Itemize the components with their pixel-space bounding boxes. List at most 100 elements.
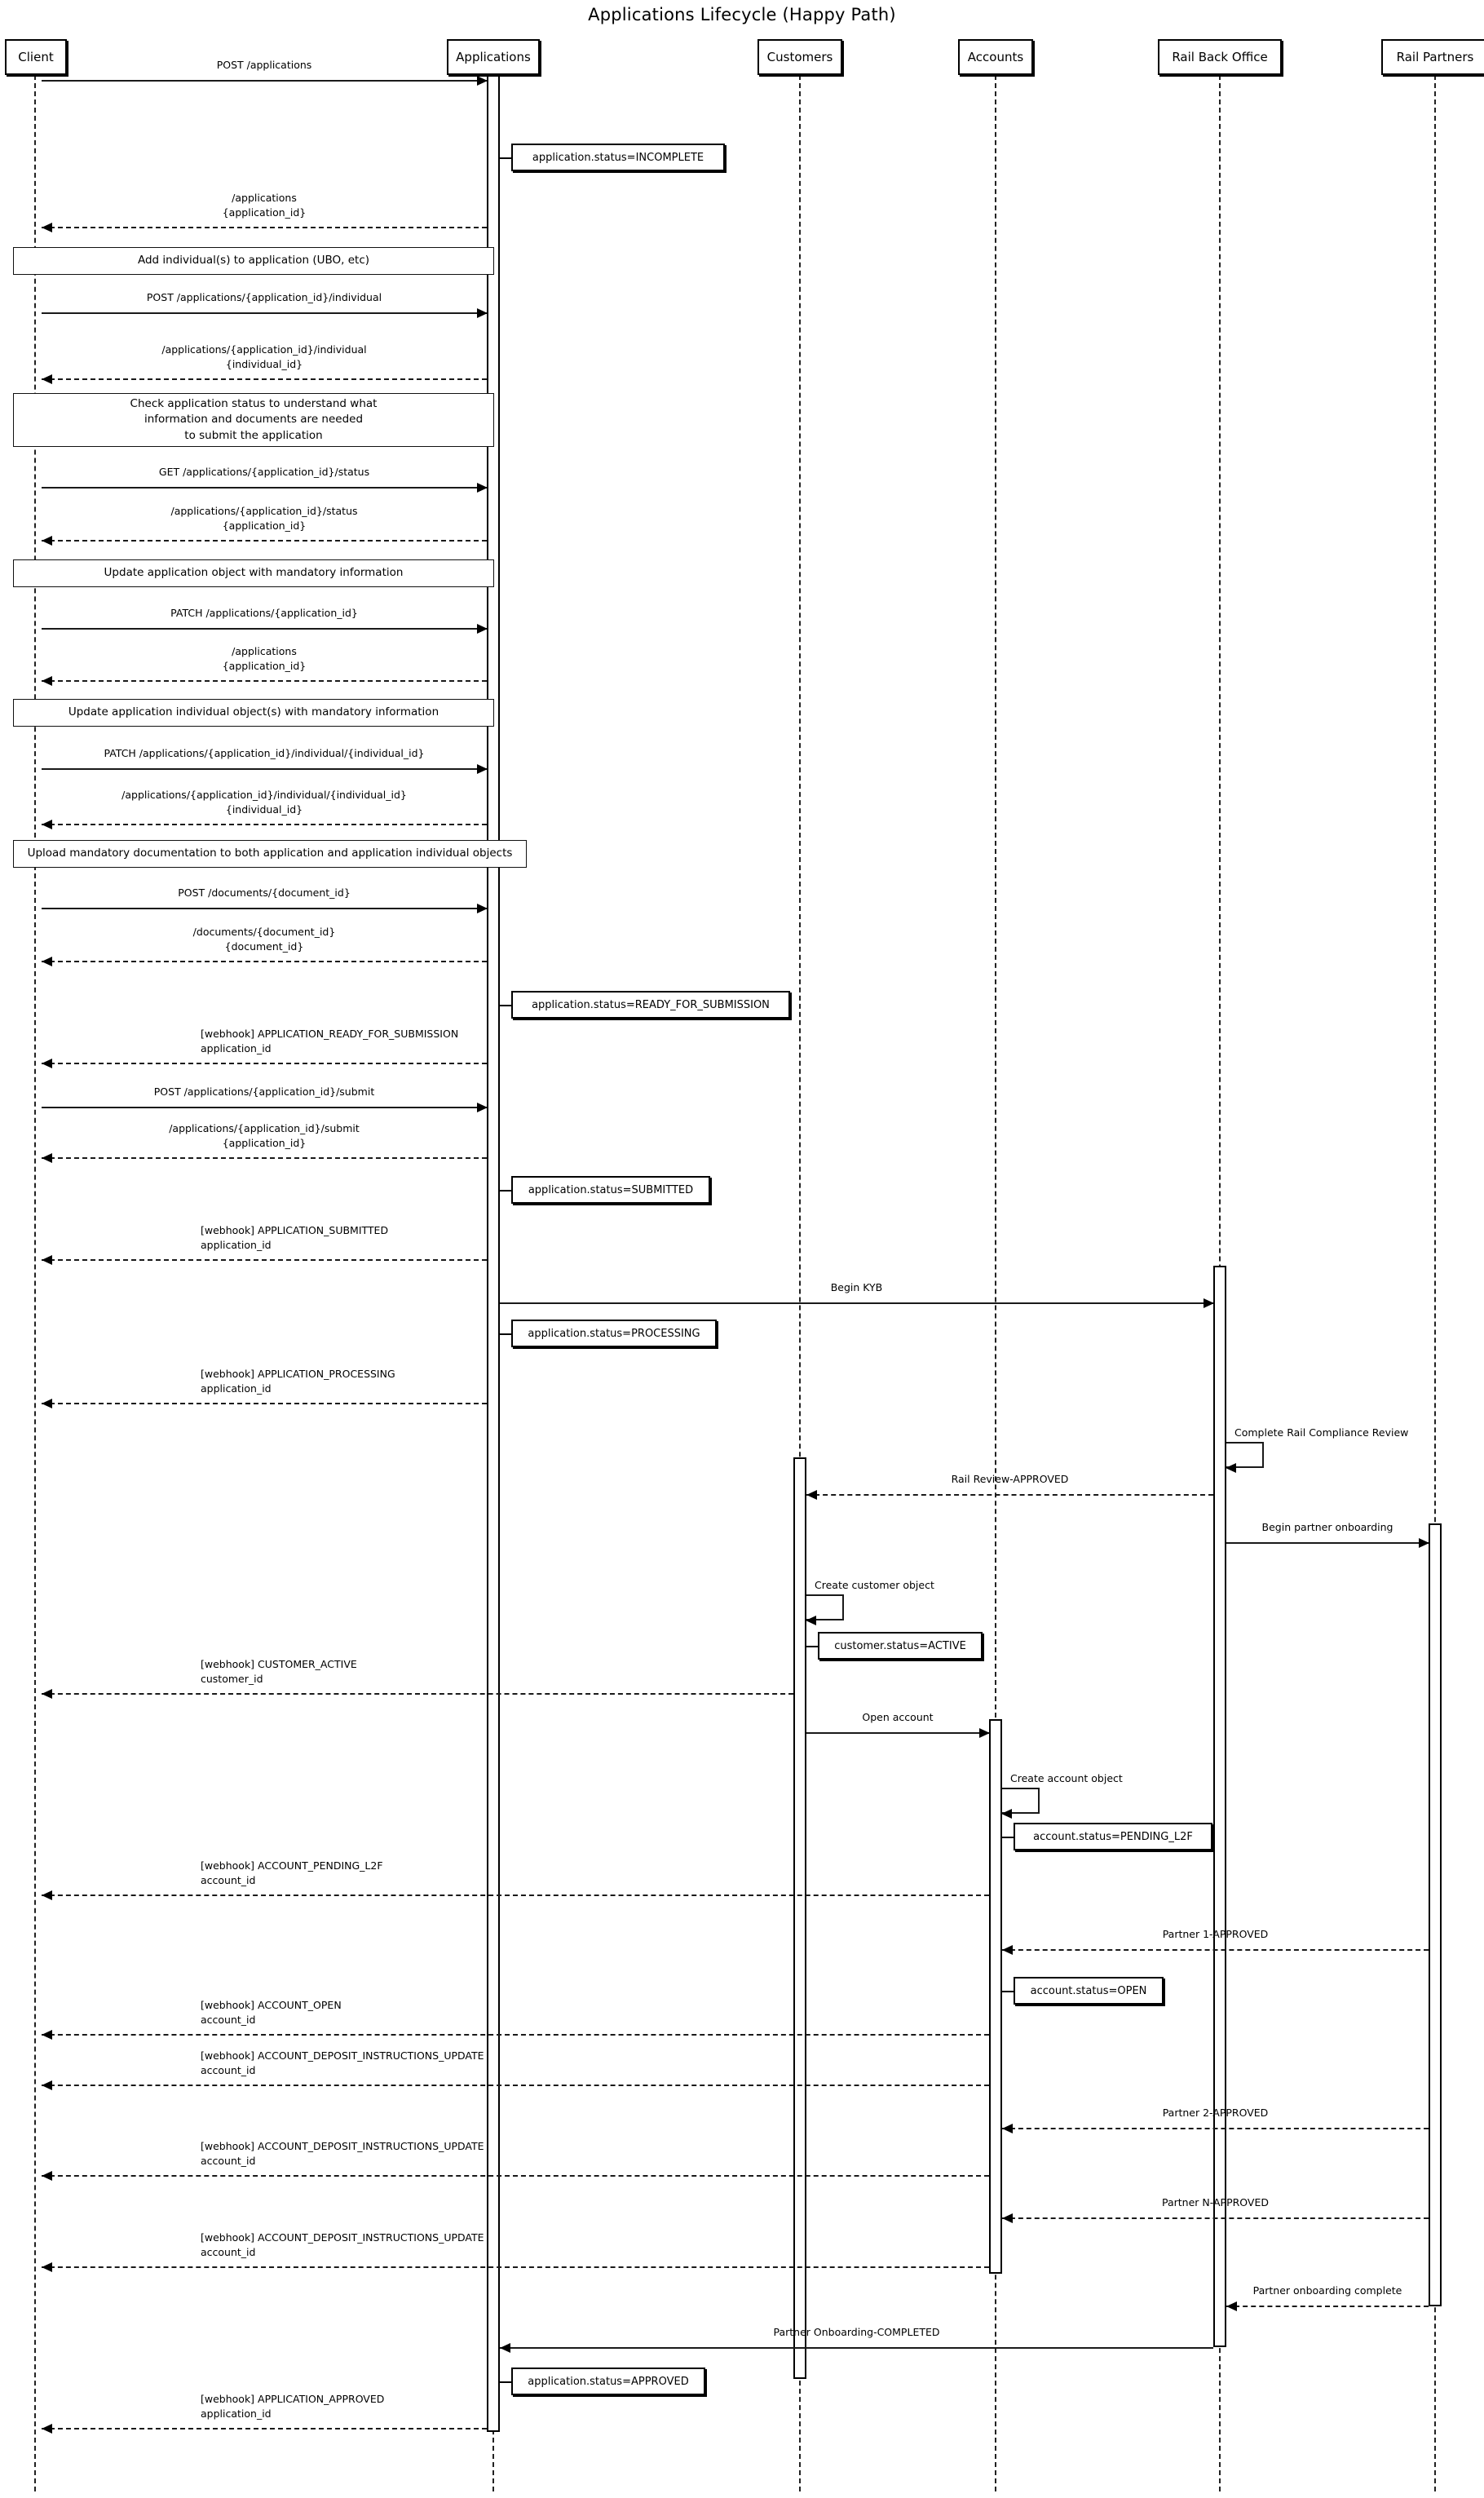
activation-bar-accounts	[989, 1719, 1002, 2274]
note-stem-n8	[500, 2381, 511, 2383]
message-line-m16	[42, 1259, 487, 1261]
message-label-m25: Create account object	[1010, 1772, 1123, 1784]
message-line-m10	[42, 824, 487, 825]
lifeline-accounts	[995, 75, 996, 2491]
self-message-m19	[1226, 1442, 1264, 1468]
message-line-m18	[42, 1403, 487, 1404]
participant-client[interactable]: Client	[5, 39, 67, 75]
participant-customers[interactable]: Customers	[757, 39, 842, 75]
participant-label: Rail Partners	[1396, 50, 1474, 64]
arrowhead-m23	[42, 1689, 52, 1699]
activation-bar-railback	[1213, 1266, 1226, 2347]
message-line-m6	[42, 540, 487, 542]
note-stem-n3	[500, 1190, 511, 1192]
banner-note-b1: Add individual(s) to application (UBO, e…	[13, 247, 494, 275]
message-label-m29: [webhook] ACCOUNT_DEPOSIT_INSTRUCTIONS_U…	[201, 2049, 484, 2076]
banner-note-b4: Update application individual object(s) …	[13, 699, 494, 727]
status-note-n2: application.status=READY_FOR_SUBMISSION	[511, 991, 790, 1019]
arrowhead-m7	[477, 624, 488, 634]
message-line-m1	[42, 80, 487, 82]
message-label-m17: Begin KYB	[830, 1281, 883, 1293]
arrowhead-m32	[1002, 2213, 1013, 2223]
message-label-m6: /applications/{application_id}/status {a…	[170, 505, 358, 532]
message-label-m16: [webhook] APPLICATION_SUBMITTED applicat…	[201, 1224, 389, 1251]
banner-note-b2: Check application status to understand w…	[13, 393, 494, 447]
participant-label: Applications	[456, 50, 531, 64]
arrowhead-m20	[806, 1490, 817, 1500]
note-stem-n7	[1002, 1991, 1014, 1992]
arrowhead-m24	[979, 1728, 990, 1738]
message-label-m28: [webhook] ACCOUNT_OPEN account_id	[201, 1999, 342, 2026]
message-label-m34: Partner onboarding complete	[1252, 2284, 1402, 2297]
status-note-n1: application.status=INCOMPLETE	[511, 144, 725, 171]
note-stem-n5	[806, 1646, 818, 1647]
message-line-m14	[42, 1107, 487, 1108]
page-title: Applications Lifecycle (Happy Path)	[588, 5, 896, 24]
message-label-m24: Open account	[862, 1711, 934, 1723]
arrowhead-m11	[477, 904, 488, 913]
message-label-m2: /applications {application_id}	[222, 192, 307, 219]
message-label-m35: Partner Onboarding-COMPLETED	[773, 2326, 940, 2338]
message-label-m30: Partner 2-APPROVED	[1162, 2107, 1269, 2119]
banner-note-b5: Upload mandatory documentation to both a…	[13, 840, 527, 868]
arrowhead-m4	[42, 374, 52, 384]
participant-railpart[interactable]: Rail Partners	[1381, 39, 1484, 75]
message-line-m27	[1002, 1949, 1429, 1951]
message-line-m2	[42, 227, 487, 228]
message-label-m19: Complete Rail Compliance Review	[1234, 1426, 1409, 1439]
self-message-m25	[1002, 1788, 1040, 1814]
note-stem-n4	[500, 1333, 511, 1335]
message-label-m26: [webhook] ACCOUNT_PENDING_L2F account_id	[201, 1859, 383, 1886]
arrowhead-m1	[477, 76, 488, 86]
message-line-m7	[42, 628, 487, 630]
arrowhead-m25	[1001, 1809, 1012, 1819]
status-note-n3: application.status=SUBMITTED	[511, 1176, 710, 1204]
message-line-m4	[42, 378, 487, 380]
message-line-m36	[42, 2428, 487, 2429]
arrowhead-m17	[1204, 1298, 1214, 1308]
activation-bar-railpart	[1429, 1523, 1442, 2306]
message-line-m24	[806, 1732, 989, 1734]
arrowhead-m9	[477, 764, 488, 774]
arrowhead-m14	[477, 1103, 488, 1112]
message-label-m8: /applications {application_id}	[222, 645, 307, 672]
participant-applications[interactable]: Applications	[447, 39, 540, 75]
participant-accounts[interactable]: Accounts	[958, 39, 1033, 75]
arrowhead-m26	[42, 1890, 52, 1900]
message-line-m35	[500, 2347, 1213, 2349]
participant-railback[interactable]: Rail Back Office	[1158, 39, 1282, 75]
arrowhead-m19	[1226, 1463, 1236, 1473]
arrowhead-m15	[42, 1153, 52, 1163]
message-label-m10: /applications/{application_id}/individua…	[121, 789, 407, 816]
banner-note-b3: Update application object with mandatory…	[13, 559, 494, 587]
arrowhead-m29	[42, 2080, 52, 2090]
message-label-m1: POST /applications	[216, 59, 312, 71]
activation-bar-applications	[487, 75, 500, 2432]
message-line-m3	[42, 312, 487, 314]
arrowhead-m6	[42, 536, 52, 546]
message-line-m32	[1002, 2217, 1429, 2219]
arrowhead-m30	[1002, 2124, 1013, 2133]
message-line-m31	[42, 2175, 989, 2177]
message-label-m21: Begin partner onboarding	[1261, 1521, 1393, 1533]
arrowhead-m5	[477, 483, 488, 493]
status-note-n7: account.status=OPEN	[1014, 1977, 1164, 2005]
message-label-m27: Partner 1-APPROVED	[1162, 1928, 1269, 1940]
arrowhead-m21	[1419, 1538, 1429, 1548]
message-line-m20	[806, 1494, 1213, 1496]
note-stem-n6	[1002, 1837, 1014, 1838]
message-label-m12: /documents/{document_id} {document_id}	[192, 926, 336, 953]
message-line-m12	[42, 961, 487, 962]
message-line-m5	[42, 487, 487, 489]
participant-label: Customers	[766, 50, 833, 64]
message-line-m30	[1002, 2128, 1429, 2129]
lifeline-railpart	[1434, 75, 1436, 2491]
arrowhead-m34	[1226, 2301, 1237, 2311]
message-label-m14: POST /applications/{application_id}/subm…	[153, 1085, 375, 1098]
lifeline-client	[34, 75, 36, 2491]
message-label-m22: Create customer object	[815, 1579, 934, 1591]
arrowhead-m27	[1002, 1945, 1013, 1955]
message-label-m13: [webhook] APPLICATION_READY_FOR_SUBMISSI…	[201, 1028, 459, 1054]
message-line-m13	[42, 1063, 487, 1064]
